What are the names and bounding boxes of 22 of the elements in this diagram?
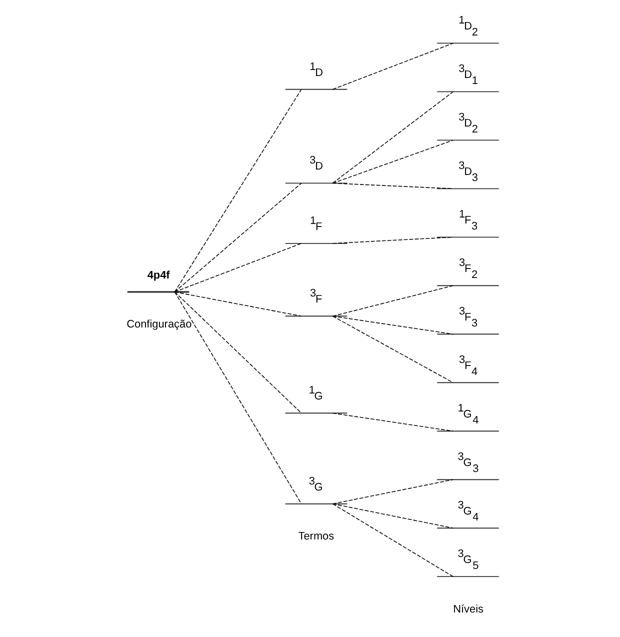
- connector: [174, 182, 302, 292]
- connector: [174, 292, 302, 414]
- label: Configuração: [126, 318, 192, 331]
- node-text: 4p4f: [147, 269, 170, 282]
- connector: [332, 503, 454, 577]
- connector: [332, 42, 454, 90]
- connector: [174, 243, 302, 292]
- connector: [332, 503, 454, 528]
- connector: [174, 292, 302, 504]
- connector: [332, 91, 454, 184]
- label: Termos: [298, 530, 334, 543]
- connector: [332, 316, 454, 335]
- connector: [174, 88, 302, 292]
- connector: [332, 479, 454, 504]
- connector: [332, 140, 454, 184]
- connector: [332, 316, 454, 384]
- connector: [332, 285, 454, 317]
- connector: [332, 236, 454, 244]
- connector: [332, 182, 454, 190]
- connector: [332, 412, 454, 432]
- connector: [174, 292, 302, 317]
- label: Níveis: [453, 603, 484, 616]
